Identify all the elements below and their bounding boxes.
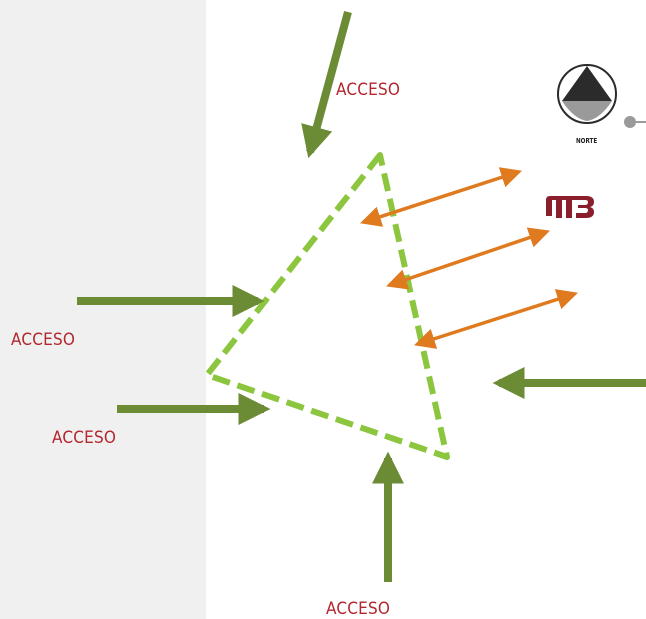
left-zone-background xyxy=(0,0,206,619)
acceso-label-left-lower: ACCESO xyxy=(52,428,117,448)
acceso-label-bottom: ACCESO xyxy=(326,599,391,619)
metro-link-arrow-1 xyxy=(360,167,522,227)
acceso-label-left-upper: ACCESO xyxy=(11,330,76,350)
north-arrow-icon xyxy=(557,64,617,124)
acceso-label-top: ACCESO xyxy=(336,80,401,100)
access-arrow-top xyxy=(301,10,352,159)
metro-logo-icon xyxy=(546,196,594,218)
site-outline xyxy=(204,152,450,460)
pin-icon xyxy=(624,116,646,128)
north-label: NORTE xyxy=(576,137,598,145)
metro-link-arrow-2 xyxy=(386,227,550,290)
metro-link-arrow-3 xyxy=(414,289,578,349)
